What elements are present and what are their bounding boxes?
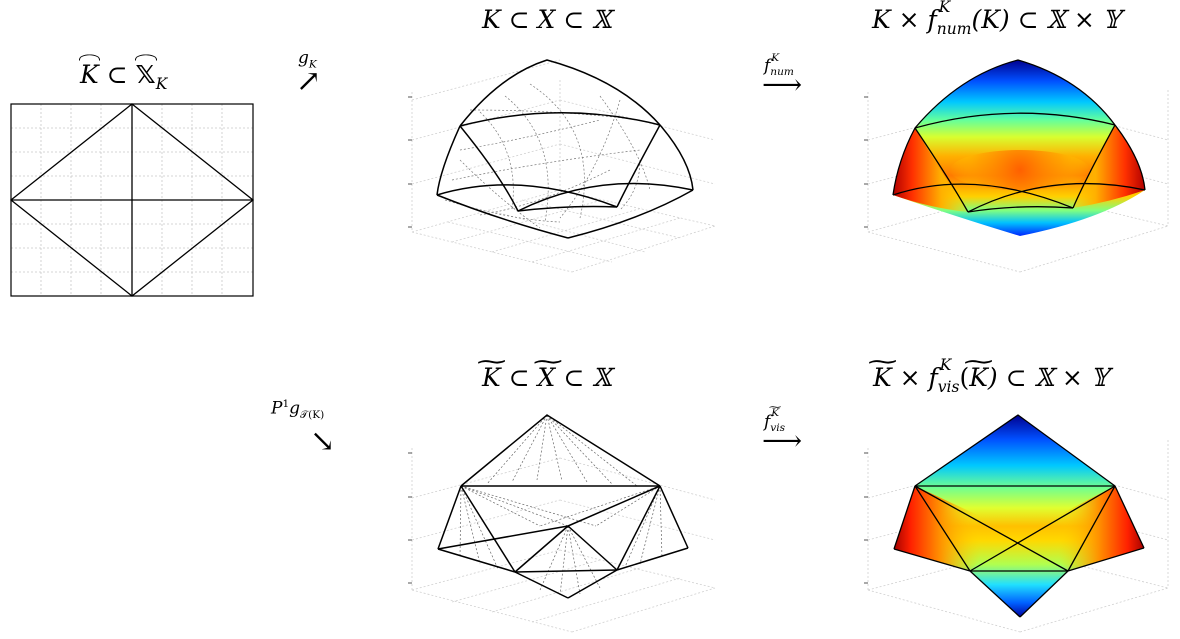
axes-ticks-bot-mid [408, 452, 412, 584]
linear-element-title: K ⊂ X ⊂ 𝕏 [482, 363, 612, 392]
linear-element-panel [408, 414, 716, 633]
reference-element-panel [9, 103, 255, 297]
reference-triangulation [9, 103, 255, 297]
curved-element-title: K ⊂ X ⊂ 𝕏 [482, 5, 612, 34]
map-p1-arrow: ↘ [310, 424, 336, 459]
curved-surface-mesh [444, 83, 651, 229]
map-fvis-arrow: ⟶ [762, 424, 803, 457]
colored-linear-edges [893, 414, 1145, 618]
colored-element-edges [892, 59, 1146, 213]
axes-ticks-bot-right [864, 452, 868, 584]
axes-ticks-top-right [864, 96, 868, 228]
axes-ticks-top-mid [408, 96, 412, 228]
axes-box-bot-mid [411, 448, 716, 633]
curved-element-edges [436, 59, 694, 239]
map-p1-label: P1g𝒯(K) [271, 398, 325, 422]
visualization-panel [864, 414, 1169, 633]
map-gk-label: gK [298, 48, 317, 71]
reference-element-title: K ⊂ 𝕏K [80, 60, 168, 93]
curved-element-panel [408, 59, 716, 273]
map-gk-arrow: ↗ [296, 64, 322, 99]
linear-element-edges [437, 414, 689, 599]
map-fnum-arrow: ⟶ [762, 68, 803, 101]
numerical-solution-panel [864, 59, 1169, 273]
axes-box-top-mid [411, 59, 716, 273]
colored-curved-surface [893, 60, 1145, 236]
colored-linear-surface [894, 415, 1144, 617]
